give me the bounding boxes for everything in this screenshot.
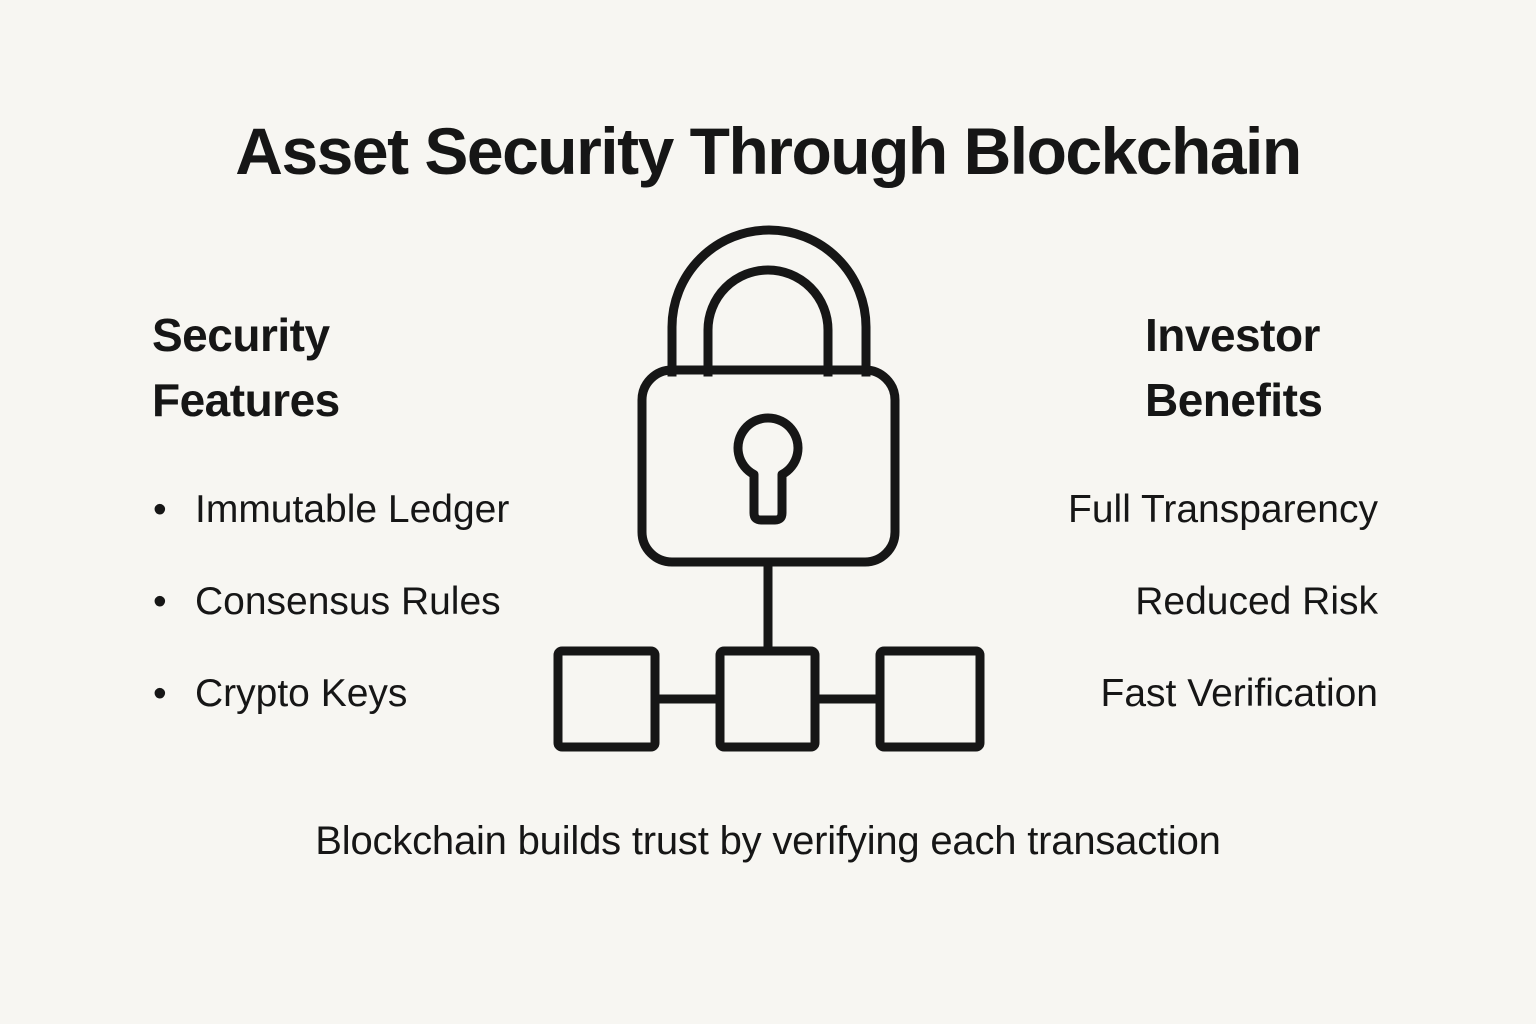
shackle-inner (703, 265, 833, 377)
padlock-icon (553, 225, 985, 752)
feature-label: Crypto Keys (195, 672, 408, 715)
block-right (875, 646, 985, 752)
benefit-label: Fast Verification (1100, 672, 1378, 715)
bullet-dot-icon: • (153, 580, 167, 623)
feature-label: Immutable Ledger (195, 488, 510, 531)
shackle-outer (667, 225, 871, 377)
security-features-heading: Security Features (152, 309, 340, 426)
bullet-dot-icon: • (153, 672, 167, 715)
padlock-blockchain-graphic (540, 220, 1000, 760)
blockchain-blocks-icon (553, 646, 985, 752)
benefit-label: Full Transparency (1068, 488, 1378, 531)
feature-label: Consensus Rules (195, 580, 501, 623)
block-left (553, 646, 660, 752)
list-item: • Crypto Keys (153, 674, 509, 713)
list-item: • Consensus Rules (153, 582, 509, 621)
benefit-label: Reduced Risk (1135, 580, 1378, 623)
security-features-list: • Immutable Ledger • Consensus Rules • C… (153, 490, 509, 766)
caption-text: Blockchain builds trust by verifying eac… (315, 819, 1221, 863)
investor-benefits-heading: Investor Benefits (1145, 309, 1323, 426)
keyhole-icon (733, 413, 803, 525)
block-middle (715, 646, 820, 752)
investor-benefits-list: Full Transparency Reduced Risk Fast Veri… (1068, 490, 1378, 766)
list-item: • Immutable Ledger (153, 490, 509, 529)
page-title: Asset Security Through Blockchain (235, 114, 1302, 189)
bullet-dot-icon: • (153, 488, 167, 531)
lock-body (637, 365, 900, 567)
